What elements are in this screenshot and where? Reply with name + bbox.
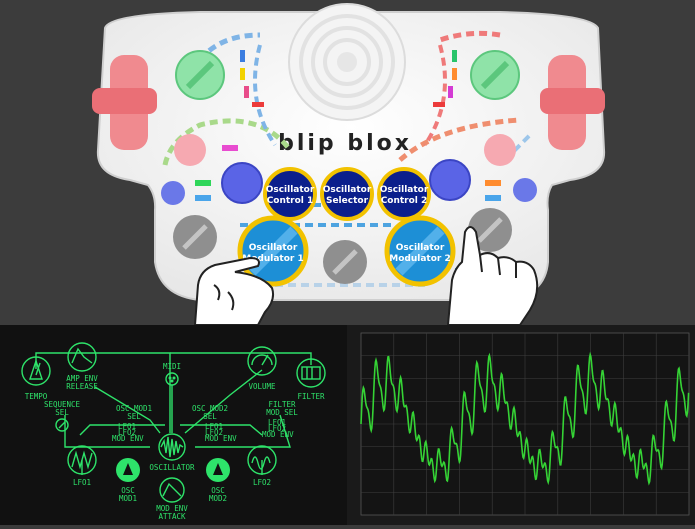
brand-logo: blip blox	[278, 131, 412, 156]
svg-text:Modulator 1: Modulator 1	[242, 254, 303, 264]
osc-mod2-option-lfo2: LFO2	[205, 428, 223, 437]
filter-mod-label: FILTER	[268, 400, 296, 409]
tempo-label: TEMPO	[25, 392, 48, 401]
waveform-trace	[360, 351, 690, 486]
left-joystick[interactable]	[92, 55, 157, 150]
sequence-knob-icon	[55, 418, 69, 432]
osc-modulator-1-knob[interactable]: Oscillator Modulator 1	[237, 215, 309, 287]
button-purple-small-right[interactable]	[513, 178, 537, 202]
tempo-metronome-icon	[21, 356, 51, 386]
button-pink-left[interactable]	[174, 134, 206, 166]
lfo1-waveform-icon	[67, 445, 97, 475]
signal-flow-diagram: TEMPO AMP ENV RELEASE MIDI VOLUME FILTER…	[21, 342, 326, 521]
svg-text:Oscillator: Oscillator	[249, 243, 298, 253]
plot-grid	[361, 333, 689, 515]
osc-mod1-sel-label: OSC MOD1	[116, 404, 152, 413]
filter-option-lfo2: LFO2	[268, 424, 286, 433]
oscillator-label: OSCILLATOR	[149, 463, 195, 472]
filter-mod-sel-label: MOD SEL	[266, 408, 298, 417]
filter-label: FILTER	[297, 392, 325, 401]
filter-option-mod-env: MOD ENV	[262, 430, 294, 439]
mod-env-attack-icon	[159, 477, 185, 503]
button-purple-small-left[interactable]	[161, 181, 185, 205]
lfo2-label: LFO2	[253, 478, 271, 487]
volume-label: VOLUME	[248, 382, 276, 391]
osc-mod1-option-lfo1: LFO1	[118, 422, 136, 431]
oscillator-waveform-icon	[158, 433, 186, 461]
knob-green-left[interactable]	[175, 50, 225, 100]
volume-meter-icon	[247, 346, 277, 376]
osc-mod2-sub-label: MOD2	[209, 494, 227, 503]
svg-text:Oscillator: Oscillator	[266, 185, 315, 195]
osc-control-2-button[interactable]: Oscillator Control 2	[377, 167, 431, 221]
lfo1-label: LFO1	[73, 478, 91, 487]
svg-text:Oscillator: Oscillator	[323, 185, 372, 195]
osc-mod1-sub-label: MOD1	[119, 494, 137, 503]
knob-grey-left[interactable]	[173, 215, 217, 259]
release-label: RELEASE	[66, 382, 98, 391]
button-pink-right[interactable]	[484, 134, 516, 166]
blipblox-device: blip blox	[92, 3, 606, 326]
osc-mod1-option-mod-env: MOD ENV	[112, 434, 144, 443]
mod-env-label: MOD ENV	[156, 504, 188, 513]
signal-flow-diagram-panel: TEMPO AMP ENV RELEASE MIDI VOLUME FILTER…	[0, 325, 347, 525]
osc-mod2-option-lfo1: LFO1	[205, 422, 223, 431]
amp-env-release-icon	[67, 342, 97, 372]
osc-mod2-label: OSC	[211, 486, 225, 495]
osc-modulator-2-knob[interactable]: Oscillator Modulator 2	[384, 215, 456, 287]
knob-purple-left[interactable]	[221, 162, 263, 204]
osc-mod1-option-lfo2: LFO2	[118, 428, 136, 437]
knob-green-right[interactable]	[470, 50, 520, 100]
knob-purple-right[interactable]	[429, 159, 471, 201]
sequence-sel-label: SEL	[55, 408, 69, 417]
oscilloscope-panel	[347, 325, 695, 525]
osc-selector-button[interactable]: Oscillator Selector	[320, 167, 374, 221]
osc-mod1-label: OSC	[121, 486, 135, 495]
osc-mod2-knob-icon	[206, 458, 230, 482]
osc-control-1-button[interactable]: Oscillator Control 1	[263, 167, 317, 221]
amp-env-label: AMP ENV	[66, 374, 98, 383]
speaker-grill	[288, 3, 406, 121]
right-joystick[interactable]	[540, 55, 605, 150]
svg-text:Modulator 2: Modulator 2	[389, 254, 450, 264]
svg-text:Oscillator: Oscillator	[396, 243, 445, 253]
svg-text:Control 2: Control 2	[381, 196, 428, 206]
hand-right-illustration	[446, 226, 539, 326]
filter-option-lfo1: LFO1	[268, 418, 286, 427]
svg-text:Control 1: Control 1	[267, 196, 314, 206]
midi-label: MIDI	[163, 362, 181, 371]
lfo2-waveform-icon	[247, 445, 277, 475]
filter-icon	[296, 358, 326, 388]
midi-connector-icon	[165, 372, 179, 386]
sequence-label: SEQUENCE	[44, 400, 81, 409]
osc-mod1-knob-icon	[116, 458, 140, 482]
attack-label: ATTACK	[158, 512, 186, 521]
hand-left-illustration	[193, 256, 275, 326]
knob-grey-center[interactable]	[323, 240, 367, 284]
knob-grey-right[interactable]	[468, 208, 512, 252]
svg-text:Selector: Selector	[326, 196, 369, 206]
device-illustration-panel: blip blox	[92, 3, 606, 326]
osc-mod2-sel-sub-label: SEL	[203, 412, 217, 421]
osc-mod1-sel-sub-label: SEL	[127, 412, 141, 421]
osc-mod2-option-mod-env: MOD ENV	[205, 434, 237, 443]
oscilloscope-plot	[360, 332, 690, 516]
osc-mod2-sel-label: OSC MOD2	[192, 404, 228, 413]
svg-text:Oscillator: Oscillator	[380, 185, 429, 195]
